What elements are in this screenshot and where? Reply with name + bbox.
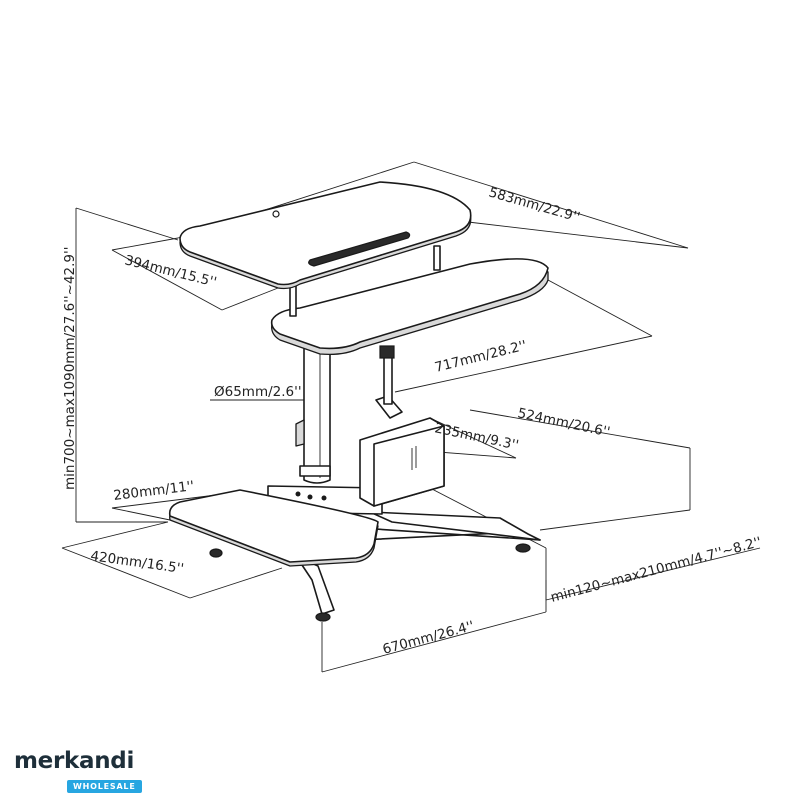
column	[295, 345, 331, 484]
dim-keyboard-width: 717mm/28.2''	[433, 338, 528, 376]
dim-cpu-holder-range: min120~max210mm/4.7''~8.2''	[549, 534, 763, 606]
mouse-tray	[168, 489, 379, 567]
dim-base-width: 670mm/26.4''	[381, 618, 476, 658]
merkandi-logo: merkandi WHOLESALE	[14, 748, 142, 793]
dim-mouse-width: 420mm/16.5''	[89, 548, 184, 577]
dim-mouse-depth: 280mm/11''	[113, 478, 196, 504]
dim-base-depth: 524mm/20.6''	[516, 405, 611, 440]
brand-name: merkandi	[14, 748, 135, 774]
dim-column-diameter: Ø65mm/2.6''	[214, 384, 302, 400]
dim-height-range: min700~max1090mm/27.6''~42.9''	[62, 247, 78, 490]
dim-cpu-holder-width: 235mm/9.3''	[433, 420, 520, 453]
top-work-surface	[179, 181, 472, 317]
cpu-holder	[359, 345, 445, 507]
dim-top-width: 583mm/22.9''	[487, 184, 582, 225]
brand-tagline-badge: WHOLESALE	[67, 780, 142, 793]
keyboard-tray	[270, 258, 549, 356]
